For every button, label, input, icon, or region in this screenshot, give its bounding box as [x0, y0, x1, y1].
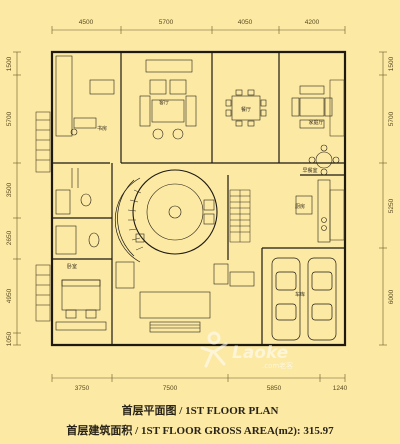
rotunda [114, 169, 218, 263]
study-furniture [55, 55, 115, 137]
dim-bottom-1: 3750 [75, 385, 90, 392]
terraces [35, 79, 345, 322]
dim-bottom-4: 1240 [333, 385, 348, 392]
watermark-figure-icon [200, 331, 228, 368]
exterior-walls [50, 50, 347, 347]
garage-cars [271, 257, 337, 341]
bathroom-fixtures [55, 168, 100, 255]
dim-left-5: 4950 [6, 288, 13, 303]
living-furniture [139, 59, 197, 140]
kitchen-fixtures [295, 179, 331, 243]
room-label-study: 书房 [97, 125, 107, 132]
dimension-lines [13, 26, 387, 382]
dim-top-1: 4500 [79, 19, 94, 26]
dim-right-1: 1500 [388, 56, 395, 71]
rotunda-chairs [135, 199, 215, 243]
dim-left-3: 3500 [6, 182, 13, 197]
dining-furniture [225, 89, 267, 127]
dim-right-4: 6000 [388, 289, 395, 304]
caption-title: 首层平面图 / 1ST FLOOR PLAN [121, 405, 279, 417]
dim-left-6: 1050 [6, 331, 13, 346]
family-furniture [291, 85, 333, 129]
room-label-garage: 车库 [295, 291, 305, 298]
watermark-sub: .com老客 [262, 361, 293, 370]
room-label-dining: 餐厅 [241, 106, 251, 113]
dim-left-1: 1500 [6, 56, 13, 71]
straight-stair [229, 189, 251, 243]
watermark-main: Laoke [232, 343, 288, 363]
dim-left-2: 5700 [6, 111, 13, 126]
dim-top-2: 5700 [159, 19, 174, 26]
dim-top-4: 4200 [305, 19, 320, 26]
entry-elements [115, 261, 255, 333]
interior-walls [52, 52, 345, 345]
dim-top-3: 4050 [238, 19, 253, 26]
watermark: Laoke .com老客 [200, 331, 293, 370]
room-label-breakfast: 早餐室 [302, 167, 317, 174]
dim-right-2: 5700 [388, 111, 395, 126]
caption-area: 首层建筑面积 / 1ST FLOOR GROSS AREA(m2): 315.9… [66, 425, 334, 437]
dim-left-4: 2650 [6, 230, 13, 245]
dim-bottom-2: 7500 [163, 385, 178, 392]
bedroom-furniture [55, 279, 107, 331]
room-label-kitchen: 厨房 [295, 203, 305, 210]
dim-right-3: 5250 [388, 198, 395, 213]
room-label-family: 家庭厅 [308, 119, 323, 126]
breakfast-furniture [308, 144, 340, 176]
room-label-living: 客厅 [159, 99, 169, 106]
dim-bottom-3: 5850 [267, 385, 282, 392]
room-label-bedroom: 卧室 [67, 263, 77, 270]
